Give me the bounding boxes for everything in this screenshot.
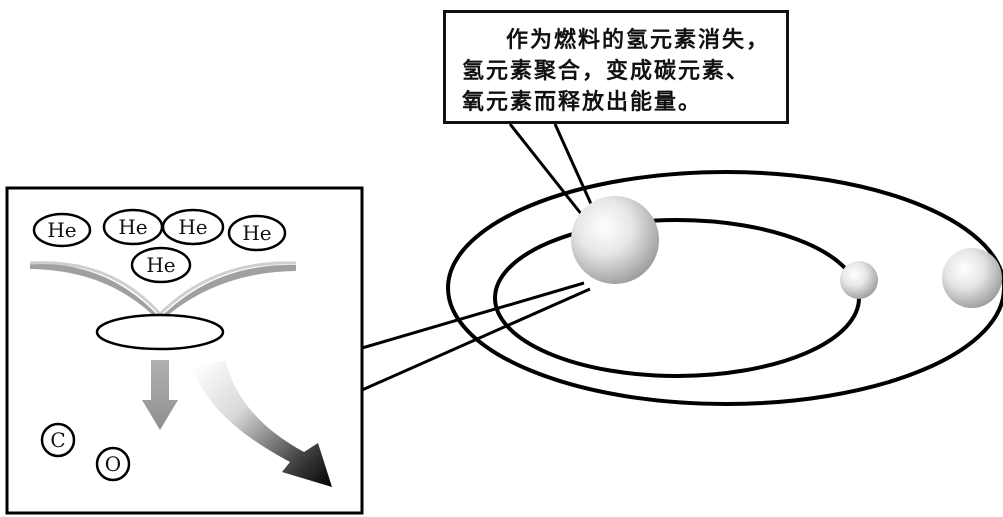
helium-label: He — [146, 253, 175, 277]
helium-atom: He — [102, 208, 164, 246]
helium-atom: He — [130, 246, 192, 284]
zoom-line-top — [361, 281, 585, 350]
helium-atom: He — [161, 208, 225, 246]
helium-label: He — [178, 215, 207, 239]
fusion-funnel — [30, 262, 296, 322]
star-sphere — [571, 196, 659, 284]
down-arrow-icon — [142, 360, 178, 430]
helium-atom: He — [32, 212, 92, 248]
fusion-core — [95, 313, 225, 351]
carbon-atom: C — [40, 422, 76, 458]
energy-arrow-icon — [192, 360, 332, 487]
helium-label: He — [242, 221, 271, 245]
callout-text: 作为燃料的氢元素消失，氢元素聚合，变成碳元素、氧元素而释放出能量。 — [462, 27, 771, 115]
carbon-label: C — [50, 428, 65, 452]
zoom-line-bottom — [361, 287, 591, 392]
outer-planet — [942, 248, 1002, 308]
inner-orbit — [493, 218, 861, 378]
callout-pointer-right — [553, 123, 598, 216]
helium-label: He — [118, 215, 147, 239]
callout-pointer-left — [508, 123, 584, 216]
helium-label: He — [47, 218, 76, 242]
explanation-callout: 作为燃料的氢元素消失，氢元素聚合，变成碳元素、氧元素而释放出能量。 — [443, 10, 789, 124]
small-planet — [840, 261, 878, 299]
oxygen-label: O — [105, 452, 121, 476]
oxygen-atom: O — [95, 446, 131, 482]
outer-orbit — [446, 170, 1003, 406]
helium-atom: He — [227, 214, 287, 252]
